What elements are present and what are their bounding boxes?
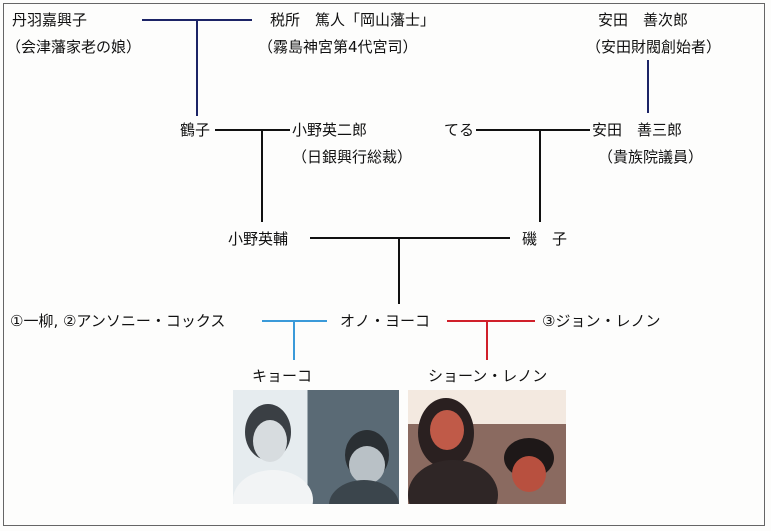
person-yasuda-zenzaburo: 安田 善三郎 (592, 121, 683, 139)
person-john-lennon: ③ジョン・レノン (542, 312, 661, 330)
photo-sean-and-yoko (408, 390, 566, 504)
person-note: （会津藩家老の娘） (6, 38, 142, 56)
person-note: （日銀興行総裁） (292, 148, 413, 166)
person-niwa-kakoko: 丹羽嘉興子 (12, 11, 88, 29)
person-ono-eijiro: 小野英二郎 (292, 121, 368, 139)
person-note: （安田財閥創始者） (586, 38, 722, 56)
person-note: （貴族院議員） (598, 148, 704, 166)
person-ono-eisuke: 小野英輔 (228, 230, 289, 248)
person-yasuda-zenjiro: 安田 善次郎 (598, 11, 689, 29)
person-isoko: 磯 子 (522, 230, 568, 248)
diagram-border (3, 3, 765, 526)
person-ono-yoko: オノ・ヨーコ (340, 312, 431, 330)
person-teru: てる (444, 121, 475, 139)
person-spouses-1-2: ①一柳, ②アンソニー・コックス (10, 312, 226, 330)
photo-kyoko-and-yoko (233, 390, 399, 504)
person-sean-lennon: ショーン・レノン (428, 367, 548, 385)
person-saisho-atsundo: 税所 篤人「岡山藩士」 (270, 11, 436, 29)
person-kyoko: キョーコ (252, 367, 313, 385)
person-tsuruko: 鶴子 (180, 121, 211, 139)
person-note: （霧島神宮第4代宮司） (258, 38, 418, 56)
